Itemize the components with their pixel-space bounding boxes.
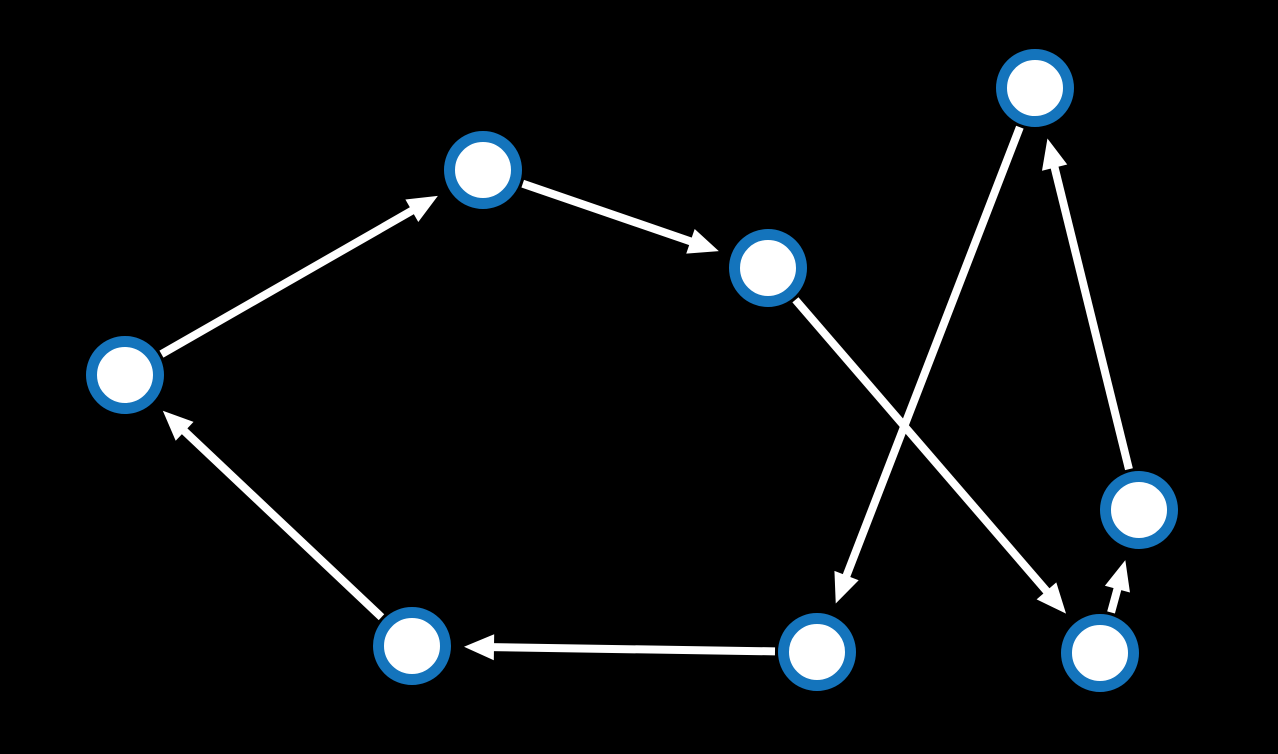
graph-edge-n6-n4 <box>162 410 385 621</box>
arrowhead-icon <box>834 570 859 604</box>
edge-shaft <box>159 202 423 358</box>
graph-node-bottom-left-node[interactable] <box>373 607 451 685</box>
arrowhead-icon <box>405 195 438 223</box>
graph-node-bottom-right-node[interactable] <box>1061 614 1139 692</box>
edge-shaft <box>483 643 776 656</box>
edge-shaft <box>792 297 1057 602</box>
arrowhead-icon <box>162 410 194 441</box>
arrowhead-icon <box>1104 560 1130 593</box>
graph-node-left-node[interactable] <box>86 336 164 414</box>
arrowhead-icon <box>1036 582 1067 614</box>
arrowhead-icon <box>463 634 495 661</box>
graph-edge-n5-n1 <box>1041 138 1133 471</box>
graph-node-center-node[interactable] <box>729 229 807 307</box>
edge-shaft <box>839 125 1024 587</box>
graph-node-right-node[interactable] <box>1100 471 1178 549</box>
graph-edge-n7-n6 <box>463 634 776 661</box>
graph-node-top-right-node[interactable] <box>996 49 1074 127</box>
graph-node-top-middle-node[interactable] <box>444 131 522 209</box>
graph-edge-n3-n8 <box>792 297 1067 614</box>
edge-shaft <box>174 421 385 621</box>
edge-shaft <box>521 179 702 249</box>
graph-edge-n4-n2 <box>159 195 438 358</box>
arrowhead-icon <box>686 229 719 254</box>
edge-shaft <box>1048 156 1133 471</box>
arrowhead-icon <box>1041 138 1068 171</box>
graph-edge-n1-n7 <box>834 125 1024 604</box>
graph-edge-n8-n5 <box>1104 560 1130 614</box>
graph-node-bottom-center-node[interactable] <box>778 613 856 691</box>
graph-edge-n2-n3 <box>521 179 719 254</box>
